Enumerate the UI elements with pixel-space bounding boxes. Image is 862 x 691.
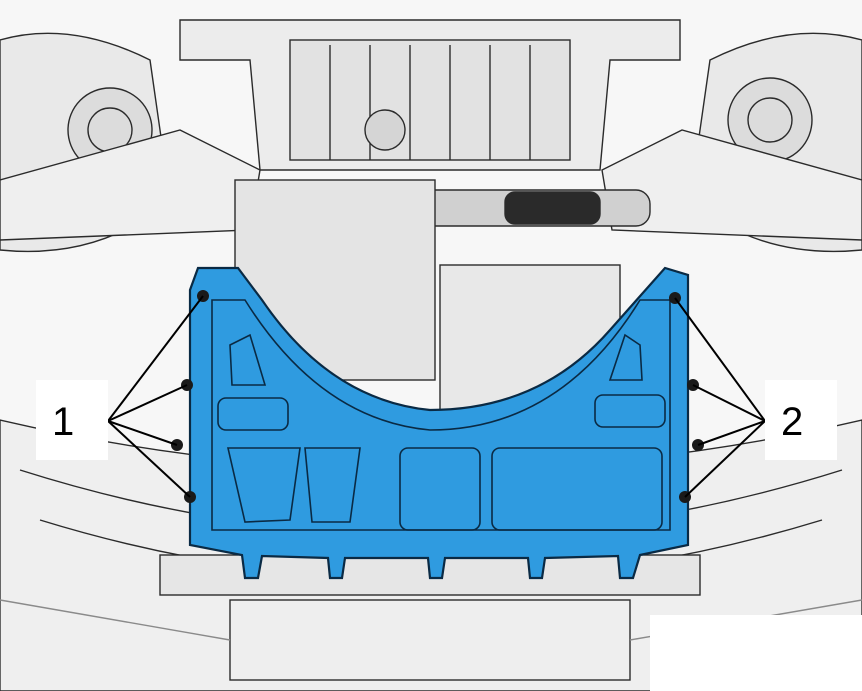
underbody-guard-panel [188, 266, 690, 580]
callout-label-2: 2 [781, 400, 803, 444]
callout-box-1 [36, 380, 108, 460]
leader-lines-left [84, 295, 204, 498]
leader-lines-right [674, 297, 785, 498]
callout-label-1: 1 [52, 400, 74, 444]
callout-box-2 [765, 380, 837, 460]
guard-panel-body [188, 266, 690, 580]
